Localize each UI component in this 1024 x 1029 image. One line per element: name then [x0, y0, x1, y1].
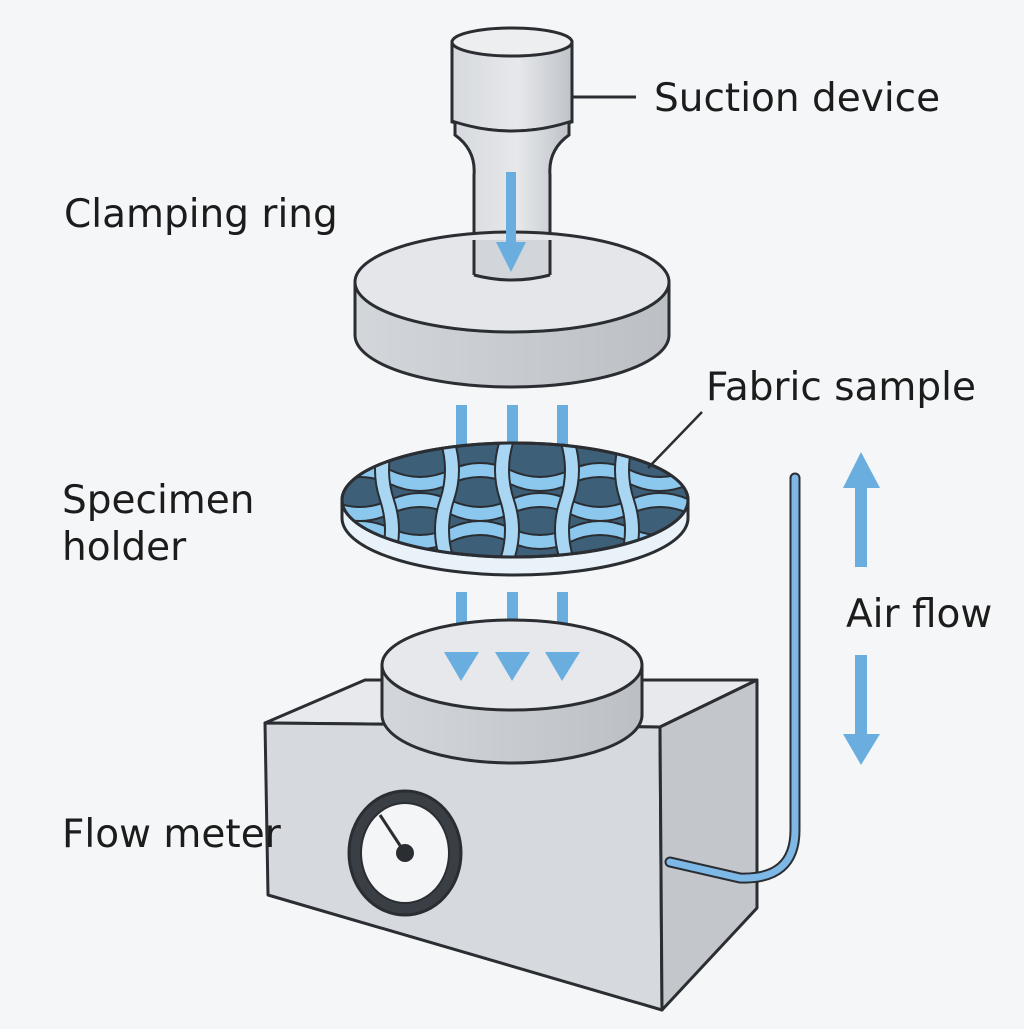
fabric-sample-label: Fabric sample [706, 365, 977, 410]
down-arrow-icon [496, 172, 526, 272]
clamping-ring-label: Clamping ring [64, 192, 338, 237]
specimen-holder-label: Specimen holder [62, 478, 255, 570]
suction-device-label: Suction device [654, 76, 941, 121]
fabric-sample [340, 411, 703, 577]
flow-meter-label: Flow meter [62, 812, 281, 857]
down-arrow-icon [843, 655, 880, 765]
specimen-holder-cylinder [380, 618, 644, 765]
air-tube [666, 474, 799, 882]
up-arrow-icon [843, 452, 880, 567]
clamping-ring [353, 230, 671, 389]
weave-pattern [342, 443, 688, 557]
air-arrows-lower-heads [444, 652, 580, 681]
fabric-leader-line [647, 411, 703, 469]
gauge-icon [347, 789, 463, 917]
air-flow-label: Air flow [846, 592, 993, 637]
